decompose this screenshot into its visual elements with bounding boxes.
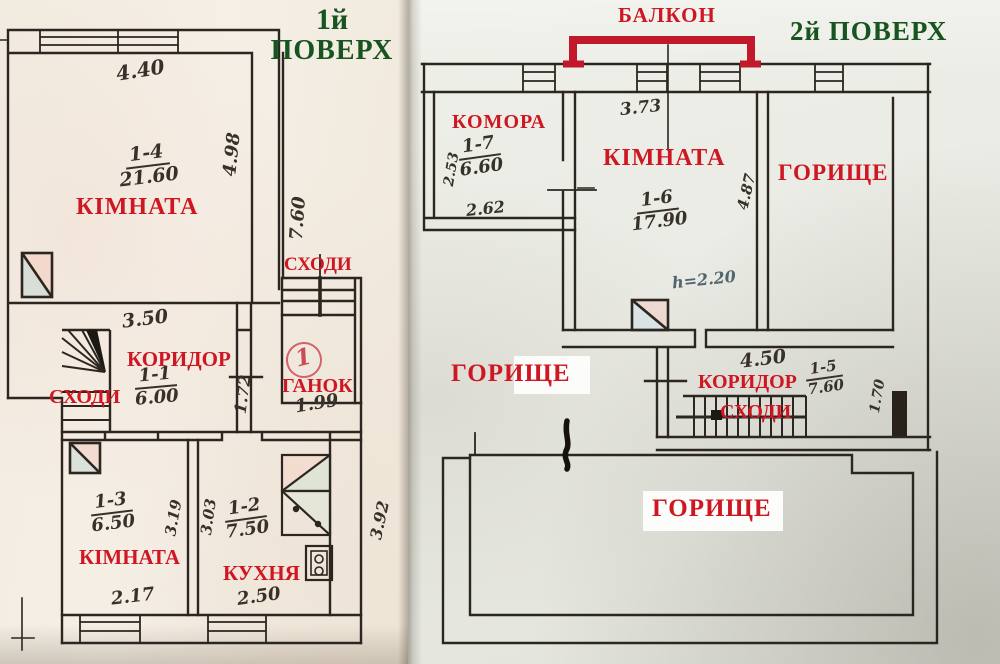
attic-bottom-label: ГОРИЩЕ <box>652 495 772 522</box>
attic-right-label: ГОРИЩЕ <box>778 160 889 185</box>
kitchen-name: КУХНЯ <box>223 561 300 585</box>
stairs-inner-label: СХОДИ <box>49 386 121 408</box>
floor1-entry-stairs <box>280 254 363 405</box>
corridor2-code-area: 1-5 7.60 <box>803 356 846 398</box>
scan-seam <box>398 0 422 664</box>
scan-patch <box>514 356 590 394</box>
scan-left-photo <box>0 0 408 664</box>
floor2-walls <box>420 44 939 645</box>
komora-code-area: 1-7 6.60 <box>455 132 505 181</box>
furnace-symbol-room14 <box>20 251 54 299</box>
corridor1-name: КОРИДОР <box>127 347 231 371</box>
scan-right-photo <box>408 0 1000 664</box>
balcony-outline <box>563 36 761 68</box>
floor1-walls <box>0 28 363 651</box>
balcony-label: БАЛКОН <box>618 3 716 27</box>
corridor1-area: 6.00 <box>134 384 180 410</box>
corridor1-code-area: 1-1 6.00 <box>132 363 180 410</box>
floor1-winder-stairs <box>61 328 112 432</box>
porch-name: ГАНОК <box>282 375 353 397</box>
floor1-title: 1й ПОВЕРХ <box>262 4 402 65</box>
stairs-entry-label: СХОДИ <box>284 254 352 275</box>
room14-name: КІМНАТА <box>76 194 199 220</box>
floor2-title: 2й ПОВЕРХ <box>790 16 948 46</box>
dim-right-height: 7.60 <box>285 195 310 241</box>
attic-left-label: ГОРИЩЕ <box>451 360 571 387</box>
stairs2-label: СХОДИ <box>720 401 792 423</box>
window-marking-right <box>892 391 907 436</box>
window-markings-top <box>522 63 844 93</box>
room16-code-area: 1-6 17.90 <box>628 186 689 235</box>
furnace-symbol-room16 <box>630 298 670 332</box>
room13-code-area: 1-3 6.50 <box>88 488 136 536</box>
floor2-stairs <box>676 394 807 437</box>
room13-name: КІМНАТА <box>79 545 181 569</box>
hand-drawn-mark <box>562 418 571 472</box>
corridor2-name: КОРИДОР <box>698 371 797 393</box>
furnace-symbol-room13 <box>68 441 102 475</box>
komora-name: КОМОРА <box>452 111 547 133</box>
kitchen-fixtures <box>280 453 334 582</box>
scan-patch <box>643 491 783 531</box>
floor1-title-line1: 1й <box>315 3 349 36</box>
room16-name: КІМНАТА <box>603 145 726 171</box>
kitchen-code-area: 1-2 7.50 <box>221 494 271 543</box>
room14-code-area: 1-4 21.60 <box>116 140 180 191</box>
floor1-title-line2: ПОВЕРХ <box>270 34 394 66</box>
